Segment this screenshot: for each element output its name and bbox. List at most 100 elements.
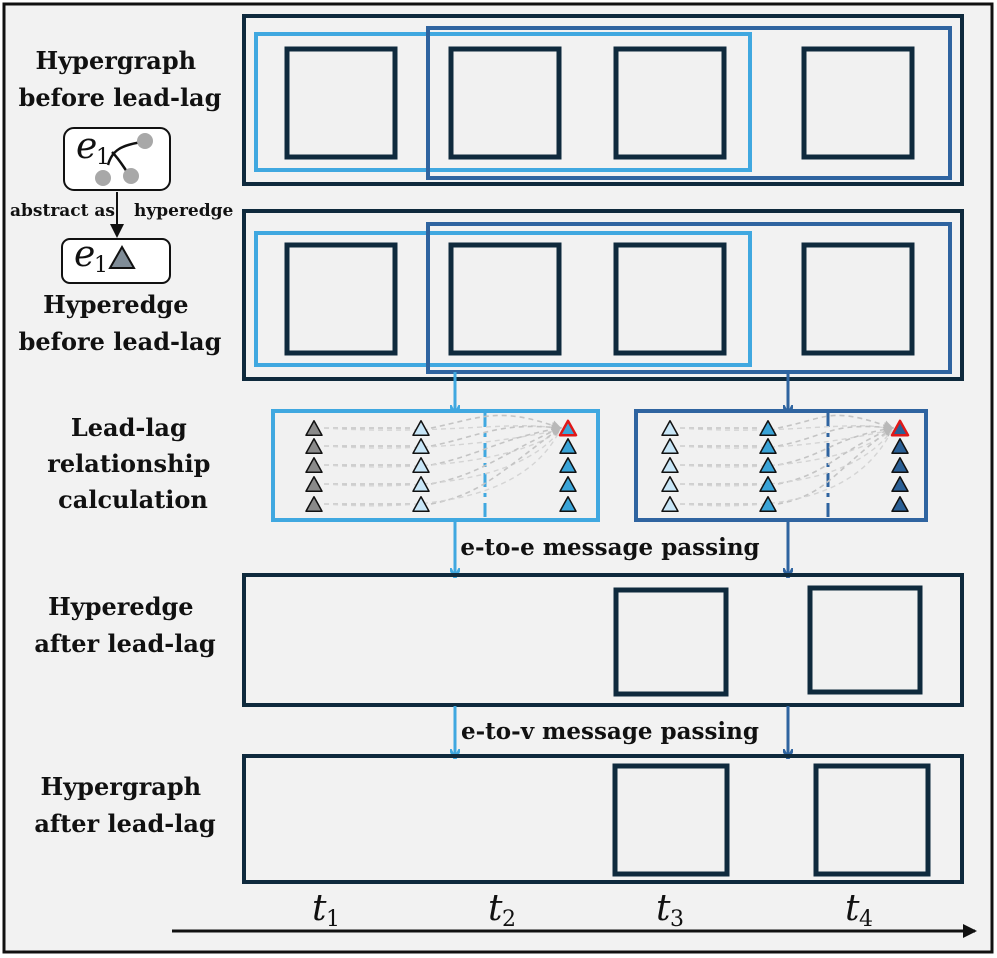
rows-layer <box>242 14 964 884</box>
lag-link <box>430 414 562 430</box>
lag-link <box>679 429 893 487</box>
inset-node <box>123 168 139 184</box>
hypergraph-tile-1 <box>284 46 398 160</box>
lag-link <box>323 429 561 468</box>
label-line: after lead-lag <box>34 629 216 658</box>
label-hyperedge-after: Hyperedge after lead-lag <box>34 592 216 658</box>
hypergraph-tile-2 <box>448 46 562 160</box>
edge-triangle <box>890 419 910 437</box>
edge-triangle <box>661 420 679 436</box>
label-line: Hyperedge <box>43 290 188 319</box>
hyperedge-after-tile-1 <box>613 587 729 697</box>
inset-abstraction: e 1 abstract as hyperedge e 1 <box>10 126 233 284</box>
lag-link <box>777 426 894 485</box>
edge-triangle <box>661 457 679 473</box>
edge-triangle <box>412 420 430 436</box>
edge-triangle <box>558 419 578 437</box>
edge-triangle <box>759 420 777 436</box>
label-line: before lead-lag <box>19 327 222 356</box>
edge-triangle <box>305 457 323 473</box>
inset-abstract-left: abstract as <box>10 201 115 221</box>
edge-triangle <box>661 496 679 512</box>
lag-link <box>679 429 893 507</box>
edge-triangle <box>891 476 909 492</box>
label-line: Hypergraph <box>36 46 197 75</box>
row-frame <box>242 754 964 884</box>
row-frame <box>242 573 964 707</box>
edge-triangle <box>759 457 777 473</box>
edge-triangle <box>559 496 577 512</box>
hyperedge-tile-1 <box>284 242 398 356</box>
edge-triangle <box>412 496 430 512</box>
hyperedge-after-tile-2 <box>807 585 923 695</box>
edge-triangle <box>661 476 679 492</box>
window-frame-dark <box>426 26 952 180</box>
inset-edge-symbol: e <box>76 126 97 167</box>
edge-triangle <box>305 476 323 492</box>
label-line: relationship <box>47 449 210 478</box>
lag-link <box>323 429 561 507</box>
label-leadlag-calc: Lead-lag relationship calculation <box>47 413 218 514</box>
edge-triangle <box>305 438 323 454</box>
edge-triangle <box>891 438 909 454</box>
window-frame-light <box>254 32 752 172</box>
edge-triangle <box>891 457 909 473</box>
lag-link <box>323 429 561 487</box>
time-subscript: 3 <box>670 907 684 932</box>
hyperedge-tile-3 <box>613 242 727 356</box>
inset-edge-symbol: e <box>74 234 95 275</box>
inset-edge-triangle <box>108 244 136 269</box>
hyperedge-tile-2 <box>448 242 562 356</box>
label-line: before lead-lag <box>19 83 222 112</box>
time-subscript: 1 <box>326 907 340 932</box>
time-subscript: 4 <box>859 907 873 932</box>
row-frame <box>242 209 964 381</box>
time-label-t3: t <box>656 888 671 929</box>
lag-link <box>777 422 894 447</box>
lag-link <box>777 426 894 505</box>
inset-edge-subscript: 1 <box>94 253 108 278</box>
window-frame-dark <box>426 222 952 374</box>
label-line: Hypergraph <box>41 772 202 801</box>
time-label-t1: t <box>312 888 327 929</box>
window-frame-light <box>254 231 752 367</box>
label-line: calculation <box>58 485 208 514</box>
lag-link <box>777 424 894 466</box>
edge-triangle <box>412 476 430 492</box>
lag-link <box>679 429 893 449</box>
row-frame <box>242 14 964 186</box>
edge-triangle <box>305 420 323 436</box>
inset-node <box>95 170 111 186</box>
time-labels: t 1 t 2 t 3 t 4 <box>312 888 873 932</box>
label-hypergraph-after: Hypergraph after lead-lag <box>34 772 216 838</box>
edge-triangle <box>759 476 777 492</box>
inset-edge-subscript: 1 <box>96 145 110 170</box>
edge-triangle <box>412 438 430 454</box>
edge-triangle <box>559 457 577 473</box>
edge-triangle <box>559 476 577 492</box>
edge-triangle <box>412 457 430 473</box>
hypergraph-after-tile-1 <box>612 763 730 877</box>
inset-abstract-right: hyperedge <box>134 201 233 221</box>
edge-triangle <box>891 496 909 512</box>
time-label-t2: t <box>488 888 503 929</box>
lag-link <box>430 422 562 447</box>
label-hyperedge-before: Hyperedge before lead-lag <box>19 290 222 356</box>
hypergraph-tile-4 <box>801 46 915 160</box>
lag-link <box>430 426 562 485</box>
lag-link <box>430 426 562 505</box>
edge-triangle <box>559 438 577 454</box>
label-line: after lead-lag <box>34 809 216 838</box>
time-label-t4: t <box>845 888 860 929</box>
time-subscript: 2 <box>502 907 516 932</box>
edge-triangle <box>759 438 777 454</box>
inset-node <box>137 133 153 149</box>
msg-e-to-v: e-to-v message passing <box>461 718 759 745</box>
leadlag-box <box>271 409 600 522</box>
label-hypergraph-before: Hypergraph before lead-lag <box>19 46 222 112</box>
row-leadlag-calc <box>271 409 928 522</box>
msg-e-to-e: e-to-e message passing <box>460 534 759 561</box>
hypergraph-tile-3 <box>613 46 727 160</box>
